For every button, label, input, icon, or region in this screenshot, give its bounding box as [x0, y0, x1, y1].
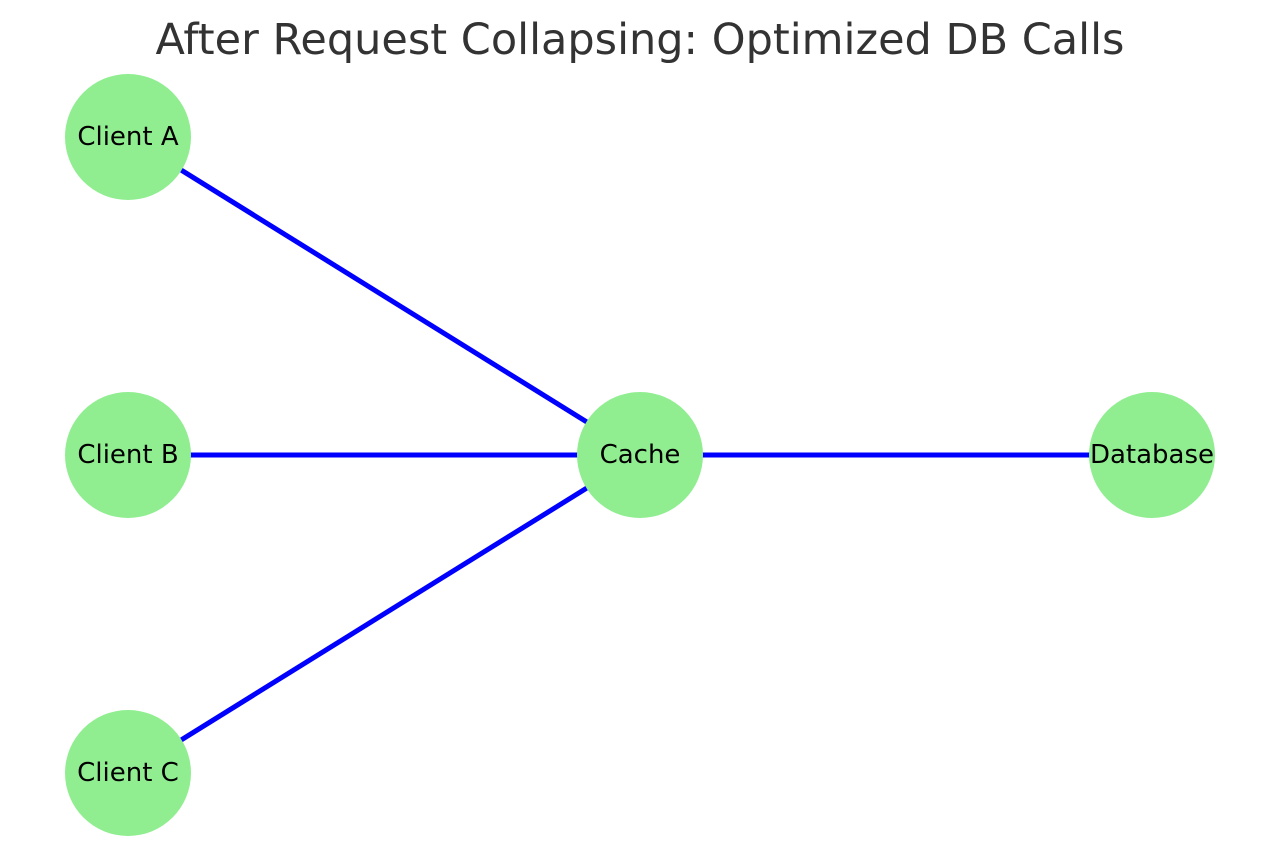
edge-client-c-to-cache: [126, 452, 642, 776]
nodes-layer: Client A Client B Client C Cache Database: [65, 74, 1215, 836]
node-label: Client C: [77, 758, 179, 788]
node-label: Client A: [77, 122, 179, 152]
node-client-b: Client B: [65, 392, 191, 518]
node-circle: [65, 74, 191, 200]
node-label: Client B: [77, 440, 178, 470]
node-database: Database: [1089, 392, 1215, 518]
node-label: Database: [1090, 440, 1214, 470]
node-client-c: Client C: [65, 710, 191, 836]
node-client-a: Client A: [65, 74, 191, 200]
node-circle: [577, 392, 703, 518]
node-circle: [1089, 392, 1215, 518]
node-circle: [65, 392, 191, 518]
edge-client-a-to-cache: [126, 134, 642, 458]
node-circle: [65, 710, 191, 836]
node-cache: Cache: [577, 392, 703, 518]
edges-layer: [126, 134, 1152, 776]
node-label: Cache: [600, 440, 681, 470]
diagram-title: After Request Collapsing: Optimized DB C…: [155, 15, 1125, 65]
